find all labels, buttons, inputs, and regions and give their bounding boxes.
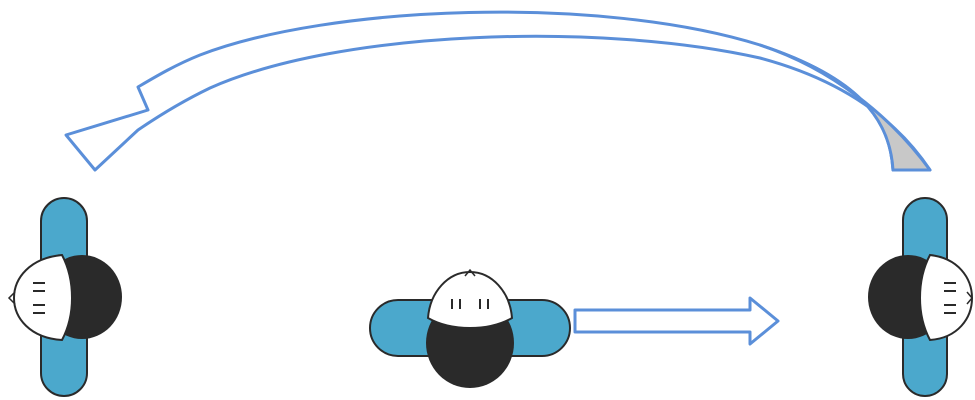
face-right bbox=[920, 255, 972, 340]
curved-arrow-body bbox=[66, 12, 930, 170]
person-center bbox=[370, 270, 570, 388]
face-left bbox=[14, 255, 72, 340]
person-right bbox=[868, 198, 972, 396]
curved-return-arrow bbox=[66, 12, 930, 170]
straight-arrow-body bbox=[575, 298, 778, 344]
face-center bbox=[428, 272, 512, 328]
straight-arrow bbox=[575, 298, 778, 344]
person-left bbox=[9, 198, 122, 396]
